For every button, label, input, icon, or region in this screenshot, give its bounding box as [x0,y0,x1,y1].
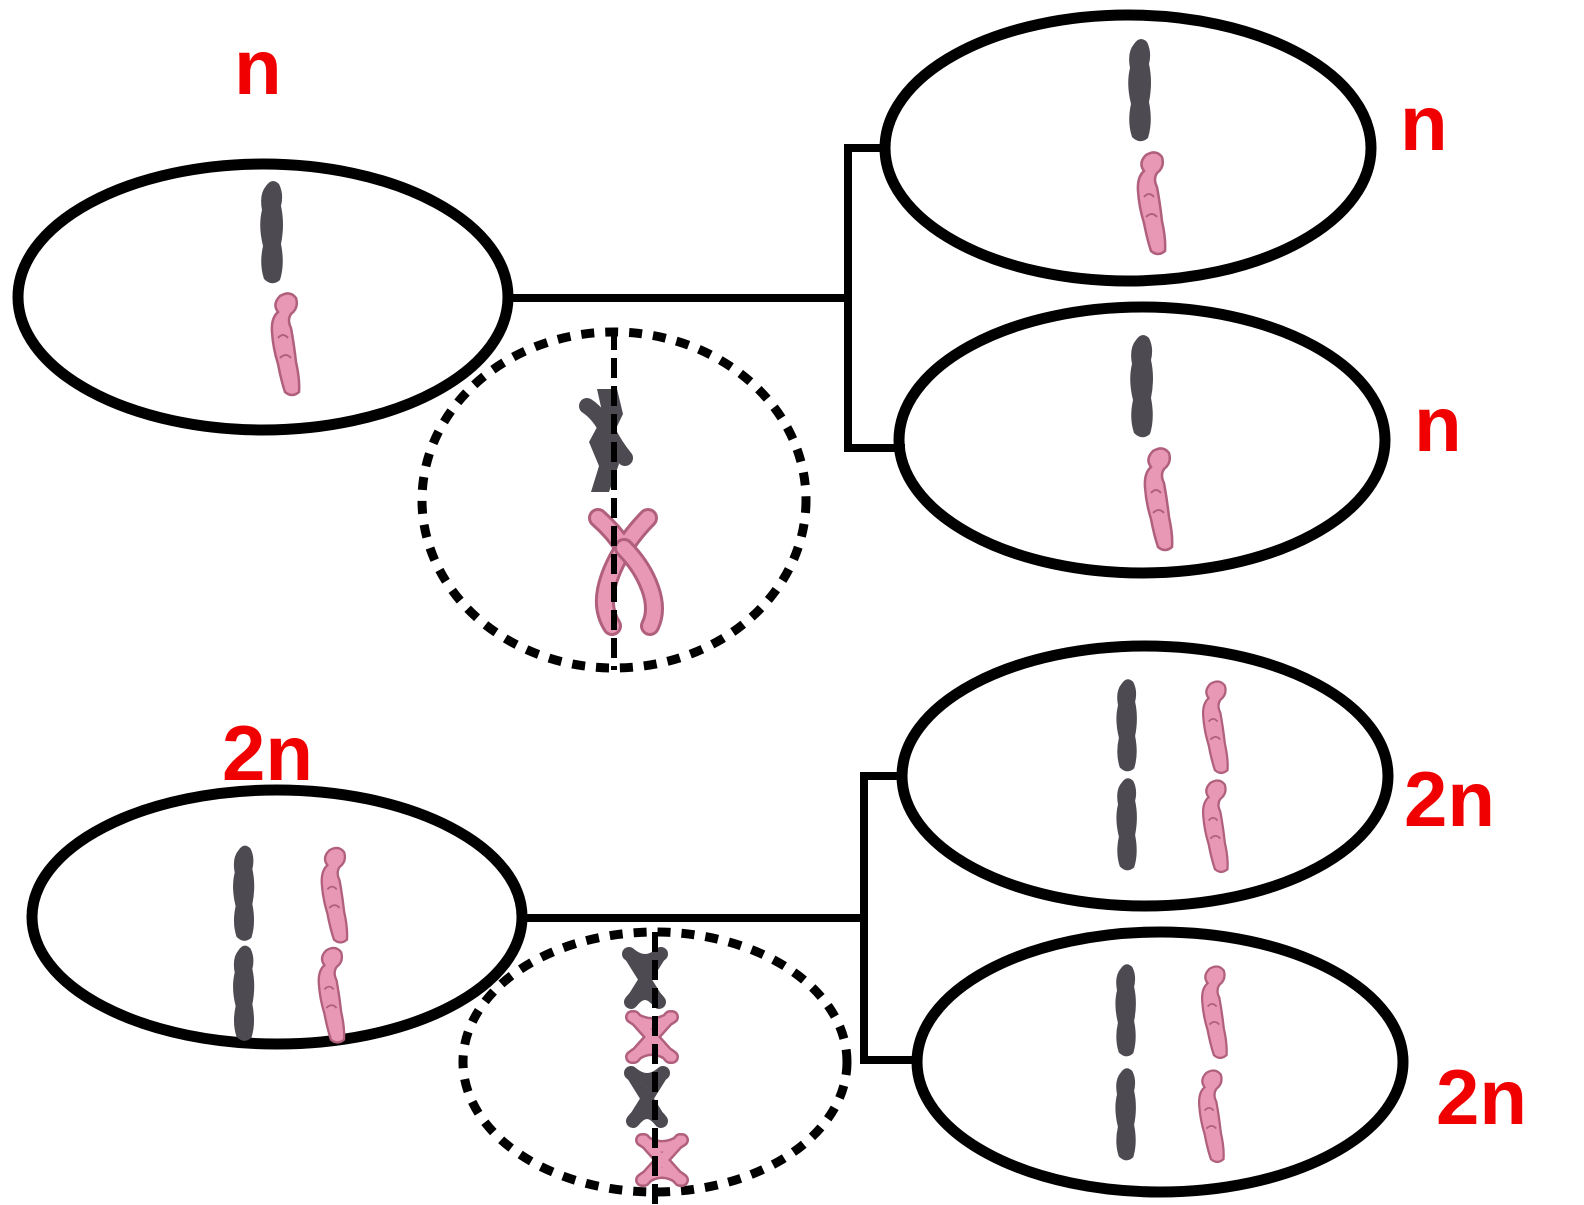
bottom-daughter-cell-2 [911,926,1409,1198]
top-daughter-2-dark-chromosome [1130,334,1153,438]
bottom-dividing-cell [458,927,852,1205]
bottom-daughter-1-pink-chromosome-1 [1201,680,1229,775]
top-parent-cell [12,158,514,436]
top-parent-pink-chromosome [270,292,301,397]
top-dividing-dark-chromosome [587,389,625,492]
bottom-division-group [26,640,1409,1205]
top-daughter-2-pink-chromosome [1143,447,1174,552]
top-connector-bracket [844,144,905,452]
bottom-dividing-pink-chromosome-2 [642,1140,682,1180]
bottom-daughter-2-dark-chromosome-2 [1115,1068,1136,1161]
bottom-parent-pink-chromosome-2 [317,946,346,1044]
top-dividing-cell [417,327,811,673]
top-daughter-cell-2 [893,301,1391,579]
bottom-dividing-cell-membrane [458,927,852,1197]
bottom-daughter-1-ploidy-label: 2n [1404,755,1496,843]
top-parent-dark-chromosome [260,180,283,284]
bottom-parent-cell-membrane [26,784,528,1050]
bottom-parent-cell [26,784,528,1050]
bottom-daughter-1-membrane [896,640,1394,912]
bottom-daughter-cell-1 [896,640,1394,912]
top-daughter-1-pink-chromosome [1136,151,1167,256]
top-daughter-2-ploidy-label: n [1414,380,1462,468]
top-daughter-1-dark-chromosome [1128,38,1151,142]
top-daughter-1-ploidy-label: n [1400,79,1448,167]
bottom-dividing-dark-chromosome-2 [631,1073,663,1121]
bottom-daughter-2-pink-chromosome-1 [1200,965,1228,1060]
top-dividing-pink-chromosome [598,518,654,626]
top-daughter-2-membrane [893,301,1391,579]
top-division-group [12,9,1391,673]
top-daughter-cell-1 [879,9,1377,287]
bottom-parent-ploidy-label: 2n [222,709,314,797]
bottom-connector-bracket [860,772,920,1064]
top-parent-ploidy-label: n [234,23,282,111]
bottom-daughter-2-ploidy-label: 2n [1436,1053,1528,1141]
bottom-parent-pink-chromosome-1 [320,846,349,944]
bottom-daughter-1-dark-chromosome-2 [1116,778,1137,871]
bottom-daughter-2-membrane [911,926,1409,1198]
bottom-parent-dark-chromosome-2 [233,945,255,1041]
bottom-daughter-2-dark-chromosome-1 [1115,964,1136,1057]
top-daughter-1-membrane [879,9,1377,287]
bottom-parent-dark-chromosome-1 [233,845,255,941]
bottom-daughter-1-dark-chromosome-1 [1116,679,1137,772]
bottom-daughter-1-pink-chromosome-2 [1201,779,1229,874]
top-parent-cell-membrane [12,158,514,436]
bottom-daughter-2-pink-chromosome-2 [1197,1069,1225,1164]
